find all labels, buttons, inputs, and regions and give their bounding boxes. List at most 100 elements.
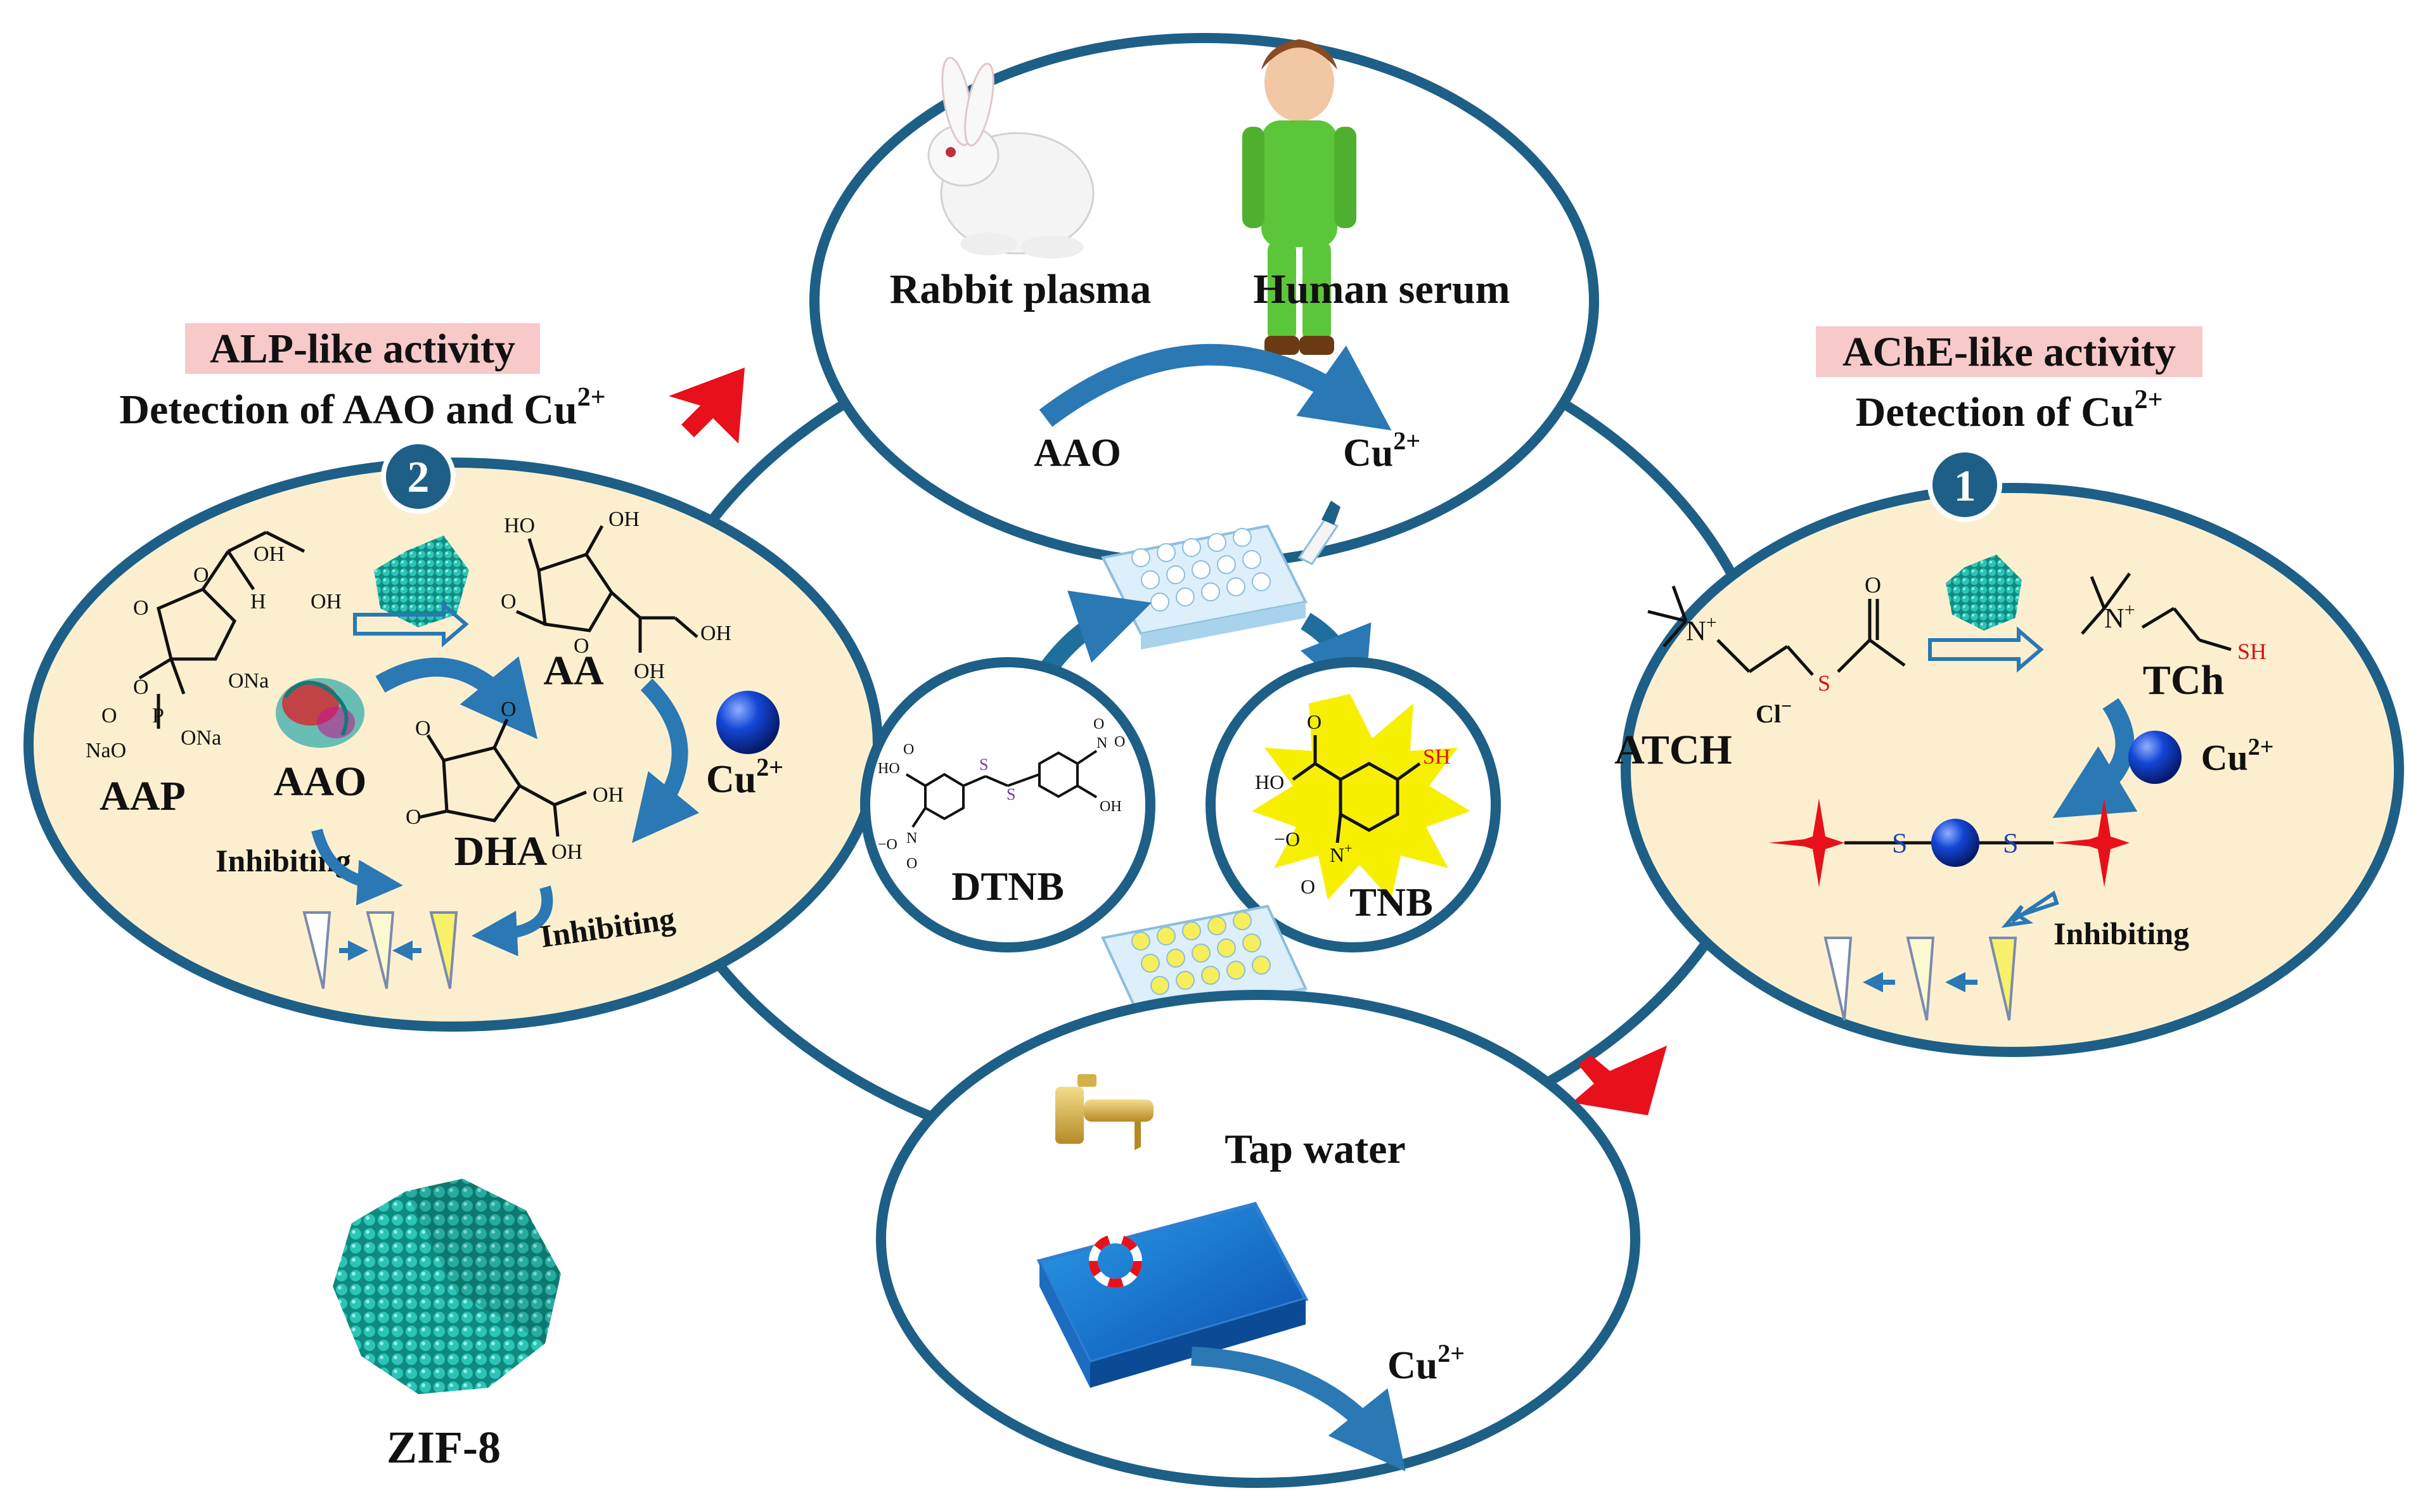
left-inhibit-arrow-1: [311, 828, 403, 906]
aap-nao: NaO: [86, 739, 126, 762]
human-serum-label: Human serum: [1253, 266, 1510, 312]
dtnb-ho1: HO: [878, 760, 900, 777]
dha-structure: [418, 718, 587, 837]
right-inhibit-hollow-arrow: [2001, 890, 2059, 928]
dtnb-o2: O: [906, 855, 917, 872]
tnb-n: N+: [1330, 840, 1353, 866]
tnb-sh: SH: [1423, 745, 1450, 769]
atch-label: ATCH: [1614, 727, 1732, 773]
dtnb-o3: O: [1093, 716, 1104, 733]
ring-arrow-top-left: [669, 368, 745, 444]
zif8-label: ZIF-8: [387, 1422, 501, 1473]
left-aa-dha-arrow: [632, 678, 700, 843]
dha-label: DHA: [454, 828, 548, 875]
right-number-badge: [1927, 447, 2002, 522]
aa-structure: [515, 525, 698, 653]
tnb-structure: [1292, 735, 1421, 843]
right-cu-ball: [2128, 731, 2182, 784]
atch-s: S: [1818, 670, 1830, 696]
aa-label: AA: [543, 648, 604, 694]
dtnb-s1: S: [979, 755, 988, 774]
aap-o4: O: [101, 704, 117, 727]
tch-n: N+: [2104, 599, 2135, 634]
human-figure-icon: [1242, 39, 1356, 355]
tnb-o2: O: [1301, 875, 1315, 898]
left-aao-dha-arrow: [375, 656, 538, 740]
right-number: 1: [1954, 462, 1976, 511]
dtnb-s2: S: [1006, 785, 1015, 804]
dtnb-o-minus1: −O: [878, 836, 897, 853]
dha-oh6: OH: [593, 783, 624, 807]
left-hollow-arrow: [353, 601, 469, 648]
left-aao-label: AAO: [274, 759, 367, 805]
ring-arrow-bottom-right: [1572, 1046, 1667, 1115]
aap-label: AAP: [100, 773, 186, 819]
dtnb-o-minus2: O: [1114, 734, 1125, 750]
tnb-yellow-burst: [1252, 694, 1470, 900]
aap-oh1: OH: [254, 542, 285, 566]
top-cu-label: Cu2+: [1343, 426, 1420, 475]
aap-ona1: ONa: [228, 669, 269, 693]
right-detection-label: Detection of Cu2+: [1856, 385, 2163, 435]
atch-n: N+: [1686, 612, 1717, 646]
left-cu-ball: [716, 691, 780, 754]
right-activity-highlight: [1816, 326, 2202, 377]
complex-s-right: S: [2003, 828, 2018, 859]
bottom-curved-arrow: [1191, 1347, 1406, 1471]
atch-o: O: [1865, 572, 1881, 598]
top-curved-arrow: [1039, 343, 1392, 431]
left-activity-highlight: [185, 323, 540, 374]
tnb-ho: HO: [1255, 771, 1284, 793]
tap-water-label: Tap water: [1225, 1126, 1405, 1172]
left-number: 2: [408, 453, 430, 502]
atch-cl: Cl−: [1756, 696, 1792, 728]
zif8-crystal-icon: [333, 1179, 561, 1394]
dha-o9: O: [406, 805, 421, 829]
aap-oh2: OH: [311, 590, 342, 613]
left-cu-label: Cu2+: [706, 753, 783, 801]
complex-s-left: S: [1892, 828, 1907, 859]
pool-icon: [1036, 1201, 1309, 1388]
zif8-crystal-shade: [406, 1179, 561, 1343]
tnb-label: TNB: [1349, 880, 1433, 925]
aap-structure: [138, 530, 305, 729]
tch-structure: [2081, 572, 2232, 651]
s-cu-s-complex: [1768, 798, 2130, 887]
aap-h: H: [250, 590, 266, 613]
bottom-cu-label: Cu2+: [1387, 1339, 1465, 1387]
dtnb-oh: OH: [1100, 798, 1122, 815]
dtnb-to-plate-arrow: [1038, 591, 1152, 677]
aa-oh3: OH: [608, 508, 640, 531]
atch-structure: [1647, 586, 1906, 676]
right-inhibiting: Inhibiting: [2054, 916, 2189, 951]
right-activity-label: AChE-like activity: [1842, 329, 2176, 375]
right-hollow-arrow: [1928, 626, 2044, 673]
tnb-o-minus: −O: [1274, 828, 1300, 850]
dtnb-structure: [905, 750, 1098, 828]
dtnb-o1: O: [903, 741, 914, 758]
dtnb-label: DTNB: [951, 864, 1064, 909]
aa-oh4: OH: [700, 622, 731, 645]
tnb-o: O: [1307, 710, 1321, 733]
dtnb-circle: [860, 657, 1155, 952]
aap-o3: O: [133, 676, 149, 699]
tch-label: TCh: [2143, 657, 2224, 703]
tch-sh: SH: [2237, 639, 2266, 664]
right-cu-label: Cu2+: [2201, 734, 2274, 778]
left-activity-label: ALP-like activity: [210, 326, 515, 372]
dha-o7: O: [415, 717, 431, 740]
aa-o6: O: [574, 634, 589, 658]
aa-ho: HO: [504, 514, 535, 537]
right-zif-icon: [1946, 554, 2022, 631]
right-tubes: [1823, 937, 2017, 1021]
aap-ona2: ONa: [181, 726, 221, 750]
rabbit-plasma-label: Rabbit plasma: [890, 266, 1152, 312]
right-curved-arrow: [2052, 698, 2138, 818]
dha-o8: O: [501, 698, 517, 721]
aa-o5: O: [501, 590, 517, 613]
left-number-badge: [381, 439, 456, 514]
aap-p: P: [152, 704, 164, 727]
dtnb-n1: N: [906, 830, 917, 847]
left-inhibit-arrow-2: [472, 885, 553, 957]
